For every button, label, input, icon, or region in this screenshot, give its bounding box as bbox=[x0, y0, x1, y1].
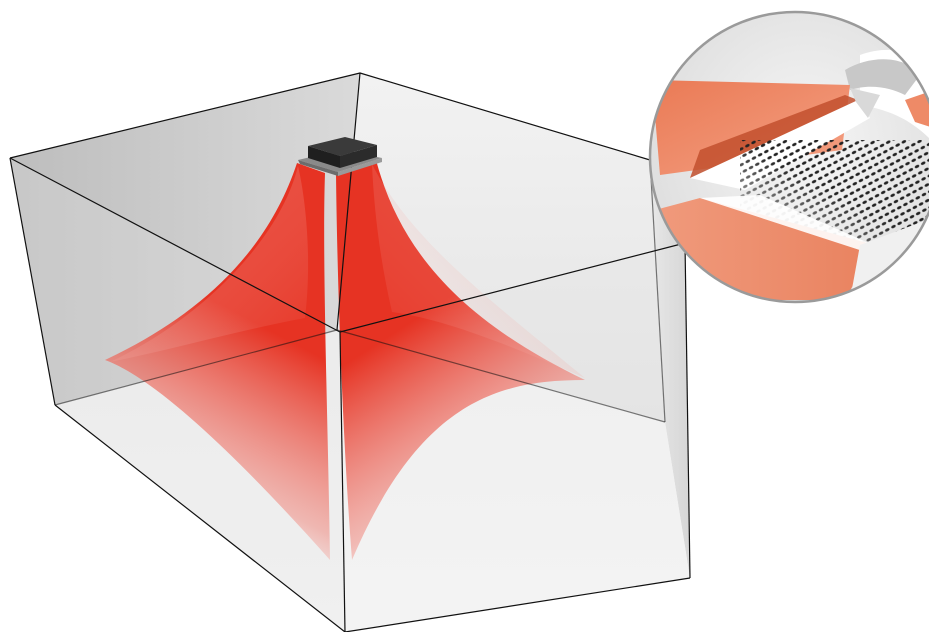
room-illustration bbox=[0, 0, 929, 632]
illustration-stage bbox=[0, 0, 929, 632]
